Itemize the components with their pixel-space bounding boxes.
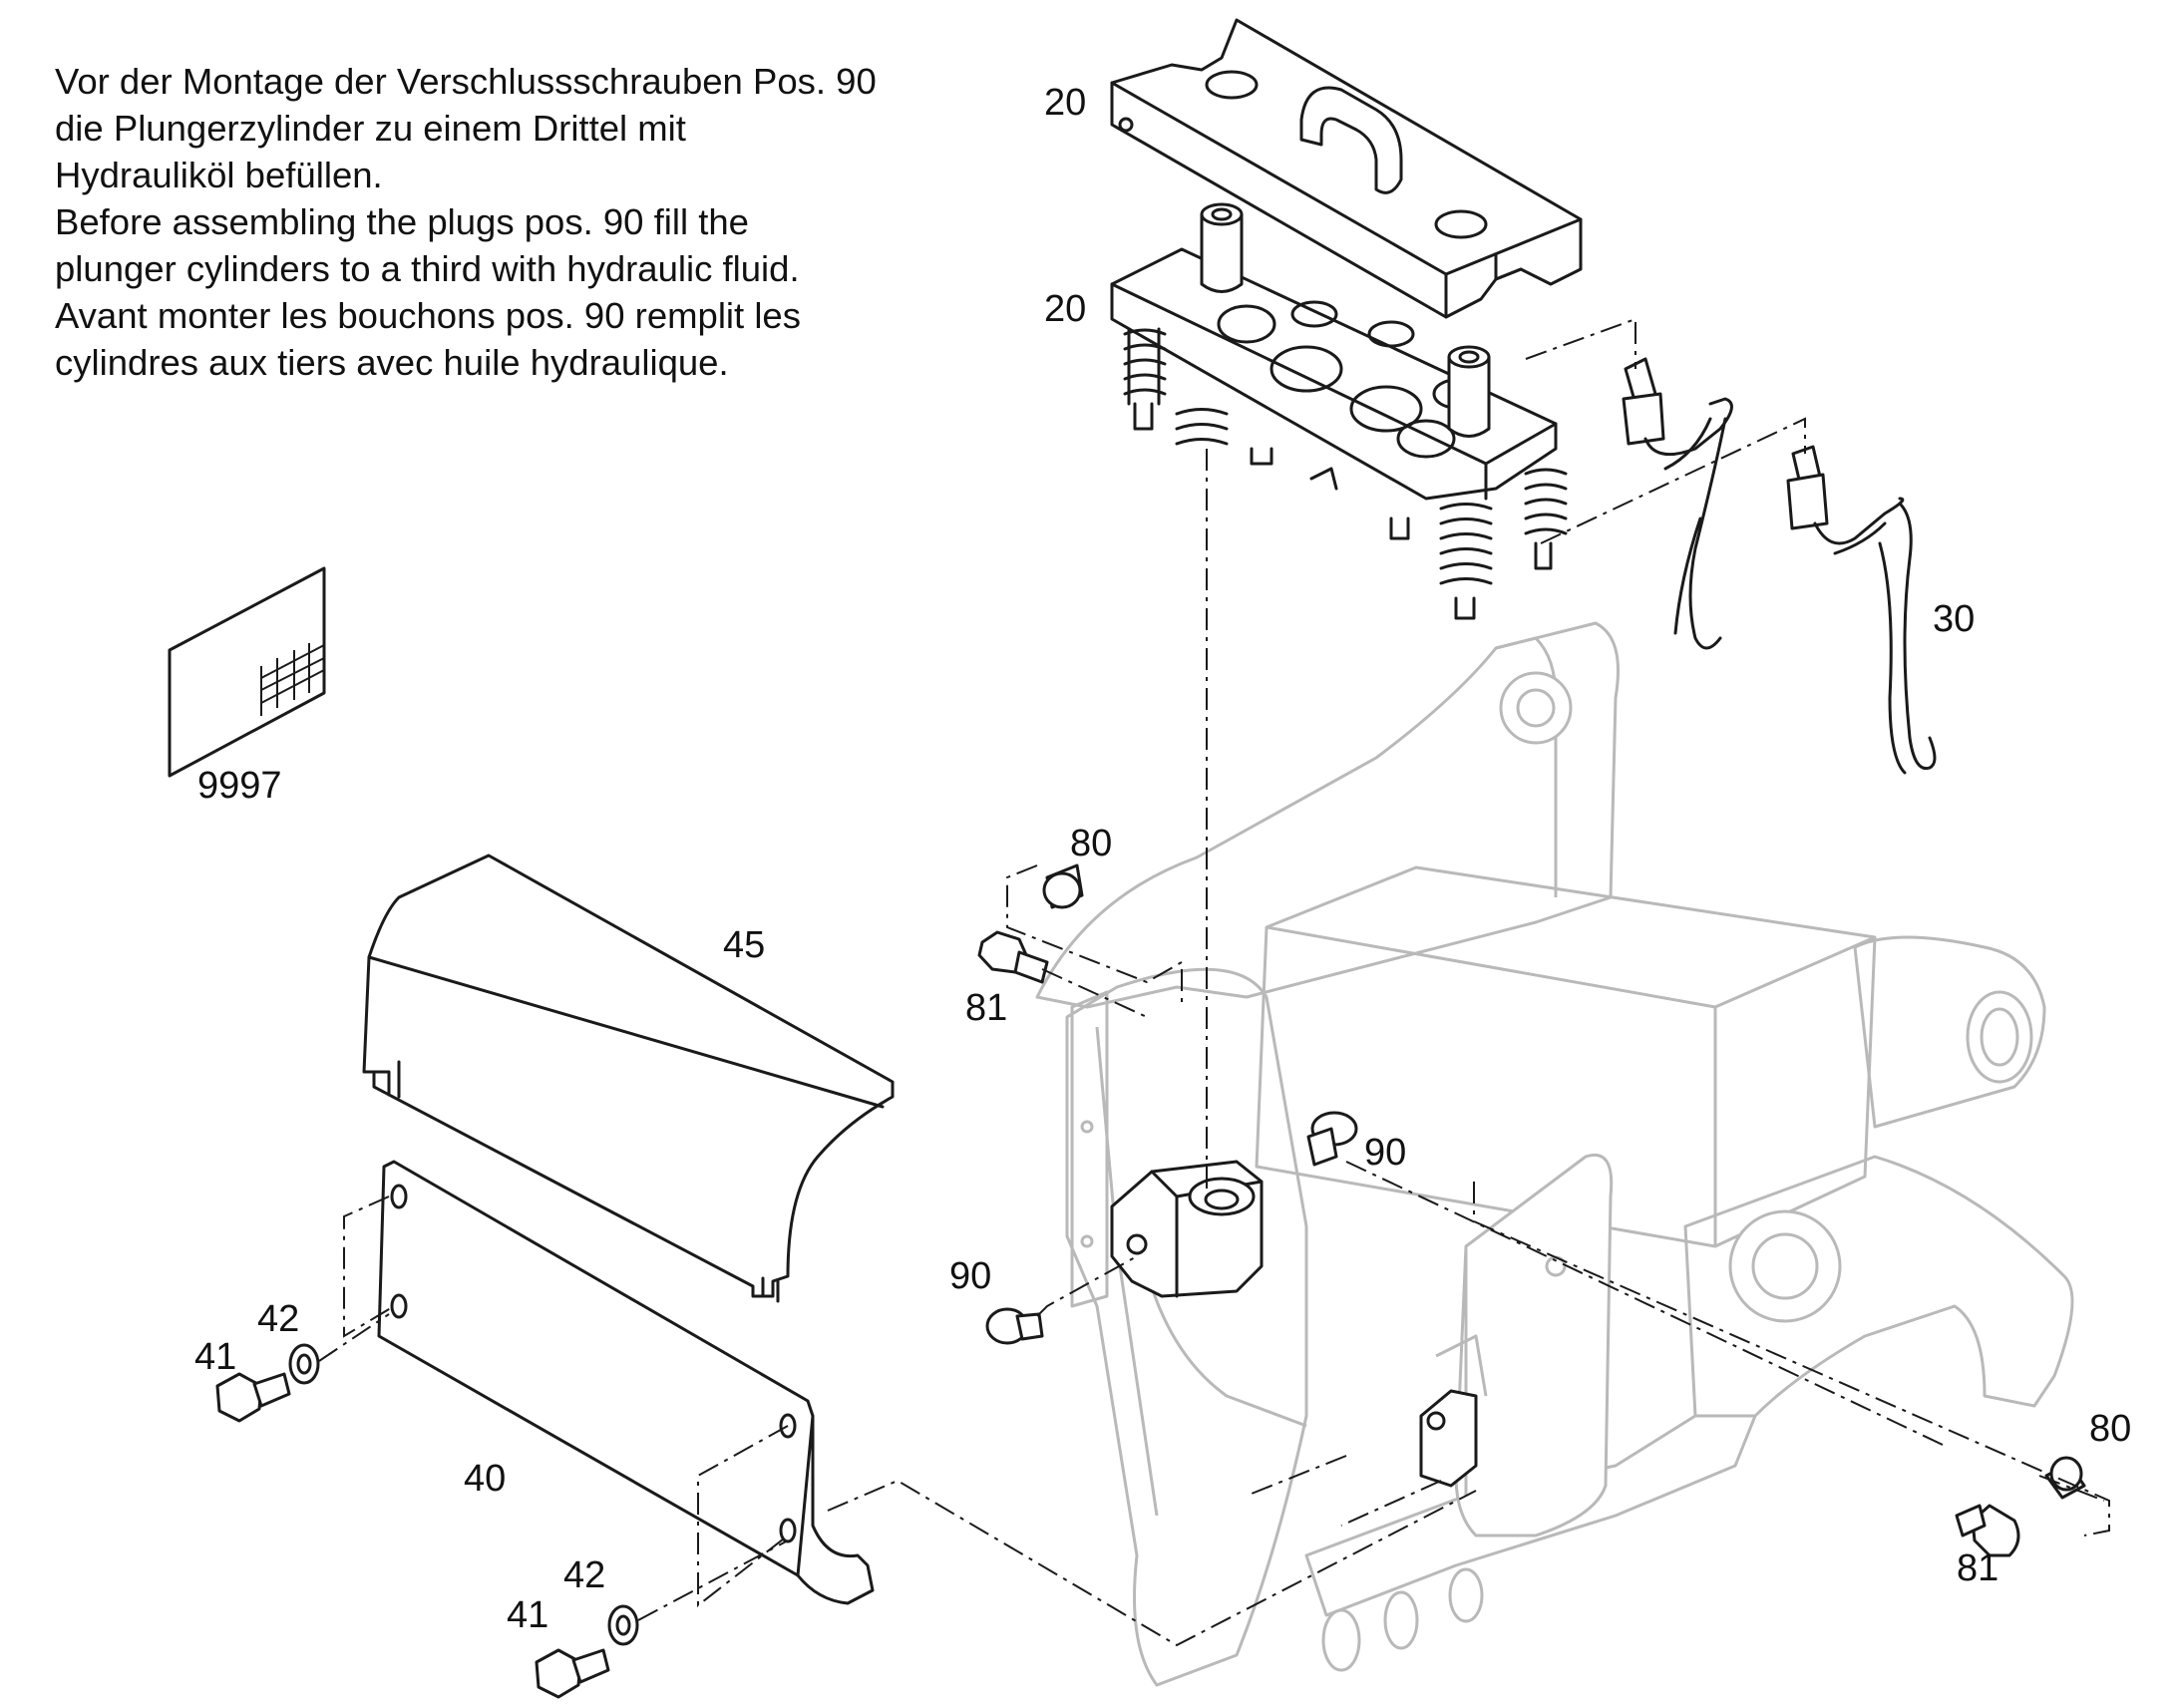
pos-45-guard — [362, 854, 895, 1303]
pos-label-20-block: 20 — [1044, 288, 1086, 330]
lower-pin-bore — [1728, 1209, 1842, 1323]
pos-label-40: 40 — [464, 1458, 506, 1500]
assembly-center-lines — [318, 317, 2110, 1647]
pos-label-90-left: 90 — [949, 1255, 991, 1297]
right-pin-bore — [1966, 990, 2033, 1084]
pos-label-9997: 9997 — [197, 765, 282, 807]
position-numbers: 20 20 30 9997 45 80 81 90 90 42 41 40 42… — [194, 82, 2131, 1636]
pos-label-41-top: 41 — [194, 1336, 236, 1378]
pos-80-sleeve-left — [1042, 863, 1084, 909]
note-english-line-2: plunger cylinders to a third with hydrau… — [55, 248, 800, 289]
pos-42-washer-top — [288, 1343, 320, 1385]
pos-9997-label — [168, 566, 326, 778]
pos-label-42-top: 42 — [257, 1298, 299, 1340]
pos-20-valve-block — [1110, 202, 1568, 620]
assembly-note: Vor der Montage der Verschlussschrauben … — [55, 58, 1032, 386]
note-german-line-2: die Plungerzylinder zu einem Drittel mit — [55, 108, 686, 149]
pos-81-bolt-right — [1955, 1504, 2020, 1557]
quick-coupler-frame — [1035, 621, 2074, 1687]
pos-label-80-right: 80 — [2089, 1408, 2131, 1450]
pos-label-80-left: 80 — [1070, 823, 1112, 864]
pos-label-90-right: 90 — [1364, 1132, 1406, 1174]
pos-30-hoses — [1622, 357, 1937, 775]
note-english-line-1: Before assembling the plugs pos. 90 fill… — [55, 201, 749, 242]
locking-cylinder-housing-left — [1110, 1160, 1264, 1298]
pos-label-45: 45 — [723, 924, 765, 966]
pos-40-guard — [377, 1160, 875, 1605]
front-side-plate — [1454, 1154, 1614, 1537]
note-french-line-1: Avant monter les bouchons pos. 90 rempli… — [55, 295, 801, 336]
pos-90-plug-left — [985, 1307, 1044, 1345]
pos-41-bolt-top — [215, 1372, 291, 1423]
pos-label-42-bottom: 42 — [563, 1554, 605, 1596]
pos-42-washer-bottom — [607, 1604, 639, 1646]
pos-label-41-bottom: 41 — [507, 1594, 548, 1636]
pos-20-cover-plate — [1110, 18, 1583, 319]
pos-81-bolt-left — [977, 930, 1049, 984]
note-french-line-2: cylindres aux tiers avec huile hydrauliq… — [55, 342, 729, 383]
pos-90-plug-right — [1306, 1111, 1358, 1167]
cover-handle — [1299, 86, 1403, 194]
pos-label-30: 30 — [1933, 598, 1975, 640]
upper-pin-bore — [1499, 671, 1573, 745]
locking-cylinder-housing-right — [1419, 1334, 1488, 1488]
note-german-line-3: Hydrauliköl befüllen. — [55, 155, 383, 195]
pos-41-bolt-bottom — [535, 1648, 610, 1699]
pos-label-20-cover: 20 — [1044, 82, 1086, 124]
pos-label-81-left: 81 — [965, 987, 1007, 1029]
note-german-line-1: Vor der Montage der Verschlussschrauben … — [55, 61, 877, 102]
pos-label-81-right: 81 — [1957, 1547, 1998, 1589]
